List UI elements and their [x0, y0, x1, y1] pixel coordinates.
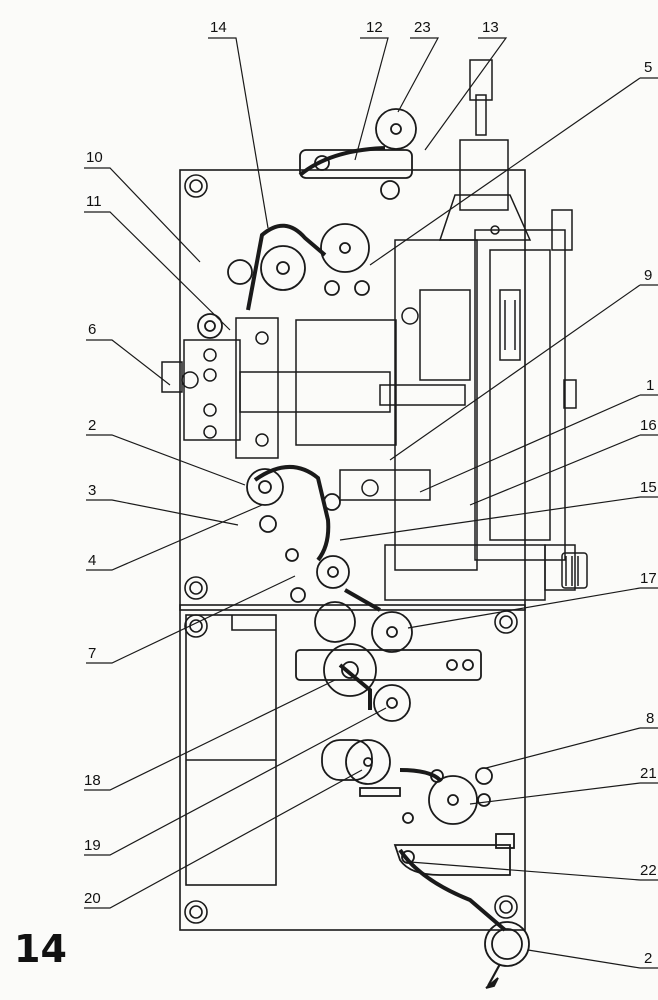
callout-20: 20	[84, 890, 101, 907]
mounting-bolts	[184, 174, 518, 924]
callout-2-bottom: 2	[644, 950, 652, 967]
callout-15: 15	[640, 479, 657, 496]
callout-9: 9	[644, 267, 652, 284]
drive-housing	[379, 59, 588, 601]
callout-1: 1	[646, 377, 654, 394]
leader-lines	[84, 37, 658, 969]
central-head-block	[161, 317, 431, 501]
lower-rollers	[295, 611, 482, 797]
page-number: 14	[14, 927, 67, 971]
callout-19: 19	[84, 837, 101, 854]
callout-2: 2	[88, 417, 96, 434]
callout-3: 3	[88, 482, 96, 499]
callout-21: 21	[640, 765, 657, 782]
callout-16: 16	[640, 417, 657, 434]
callout-10: 10	[86, 149, 103, 166]
callout-labels: 14 12 23 13 5 10 11 9 6 1 2 16 3 15 4 17…	[84, 19, 657, 967]
callout-12: 12	[366, 19, 383, 36]
output-rollers	[393, 767, 530, 989]
callout-23: 23	[414, 19, 431, 36]
callout-4: 4	[88, 552, 96, 569]
callout-5: 5	[644, 59, 652, 76]
callout-18: 18	[84, 772, 101, 789]
frame-plates	[179, 169, 526, 931]
callout-8: 8	[646, 710, 654, 727]
callout-14: 14	[210, 19, 227, 36]
tape-path	[246, 146, 507, 932]
upper-rollers	[197, 108, 417, 339]
callout-13: 13	[482, 19, 499, 36]
callout-11: 11	[86, 193, 102, 210]
callout-17: 17	[640, 570, 657, 587]
callout-6: 6	[88, 321, 96, 338]
callout-22: 22	[640, 862, 657, 879]
middle-rollers	[246, 468, 356, 643]
callout-7: 7	[88, 645, 96, 662]
